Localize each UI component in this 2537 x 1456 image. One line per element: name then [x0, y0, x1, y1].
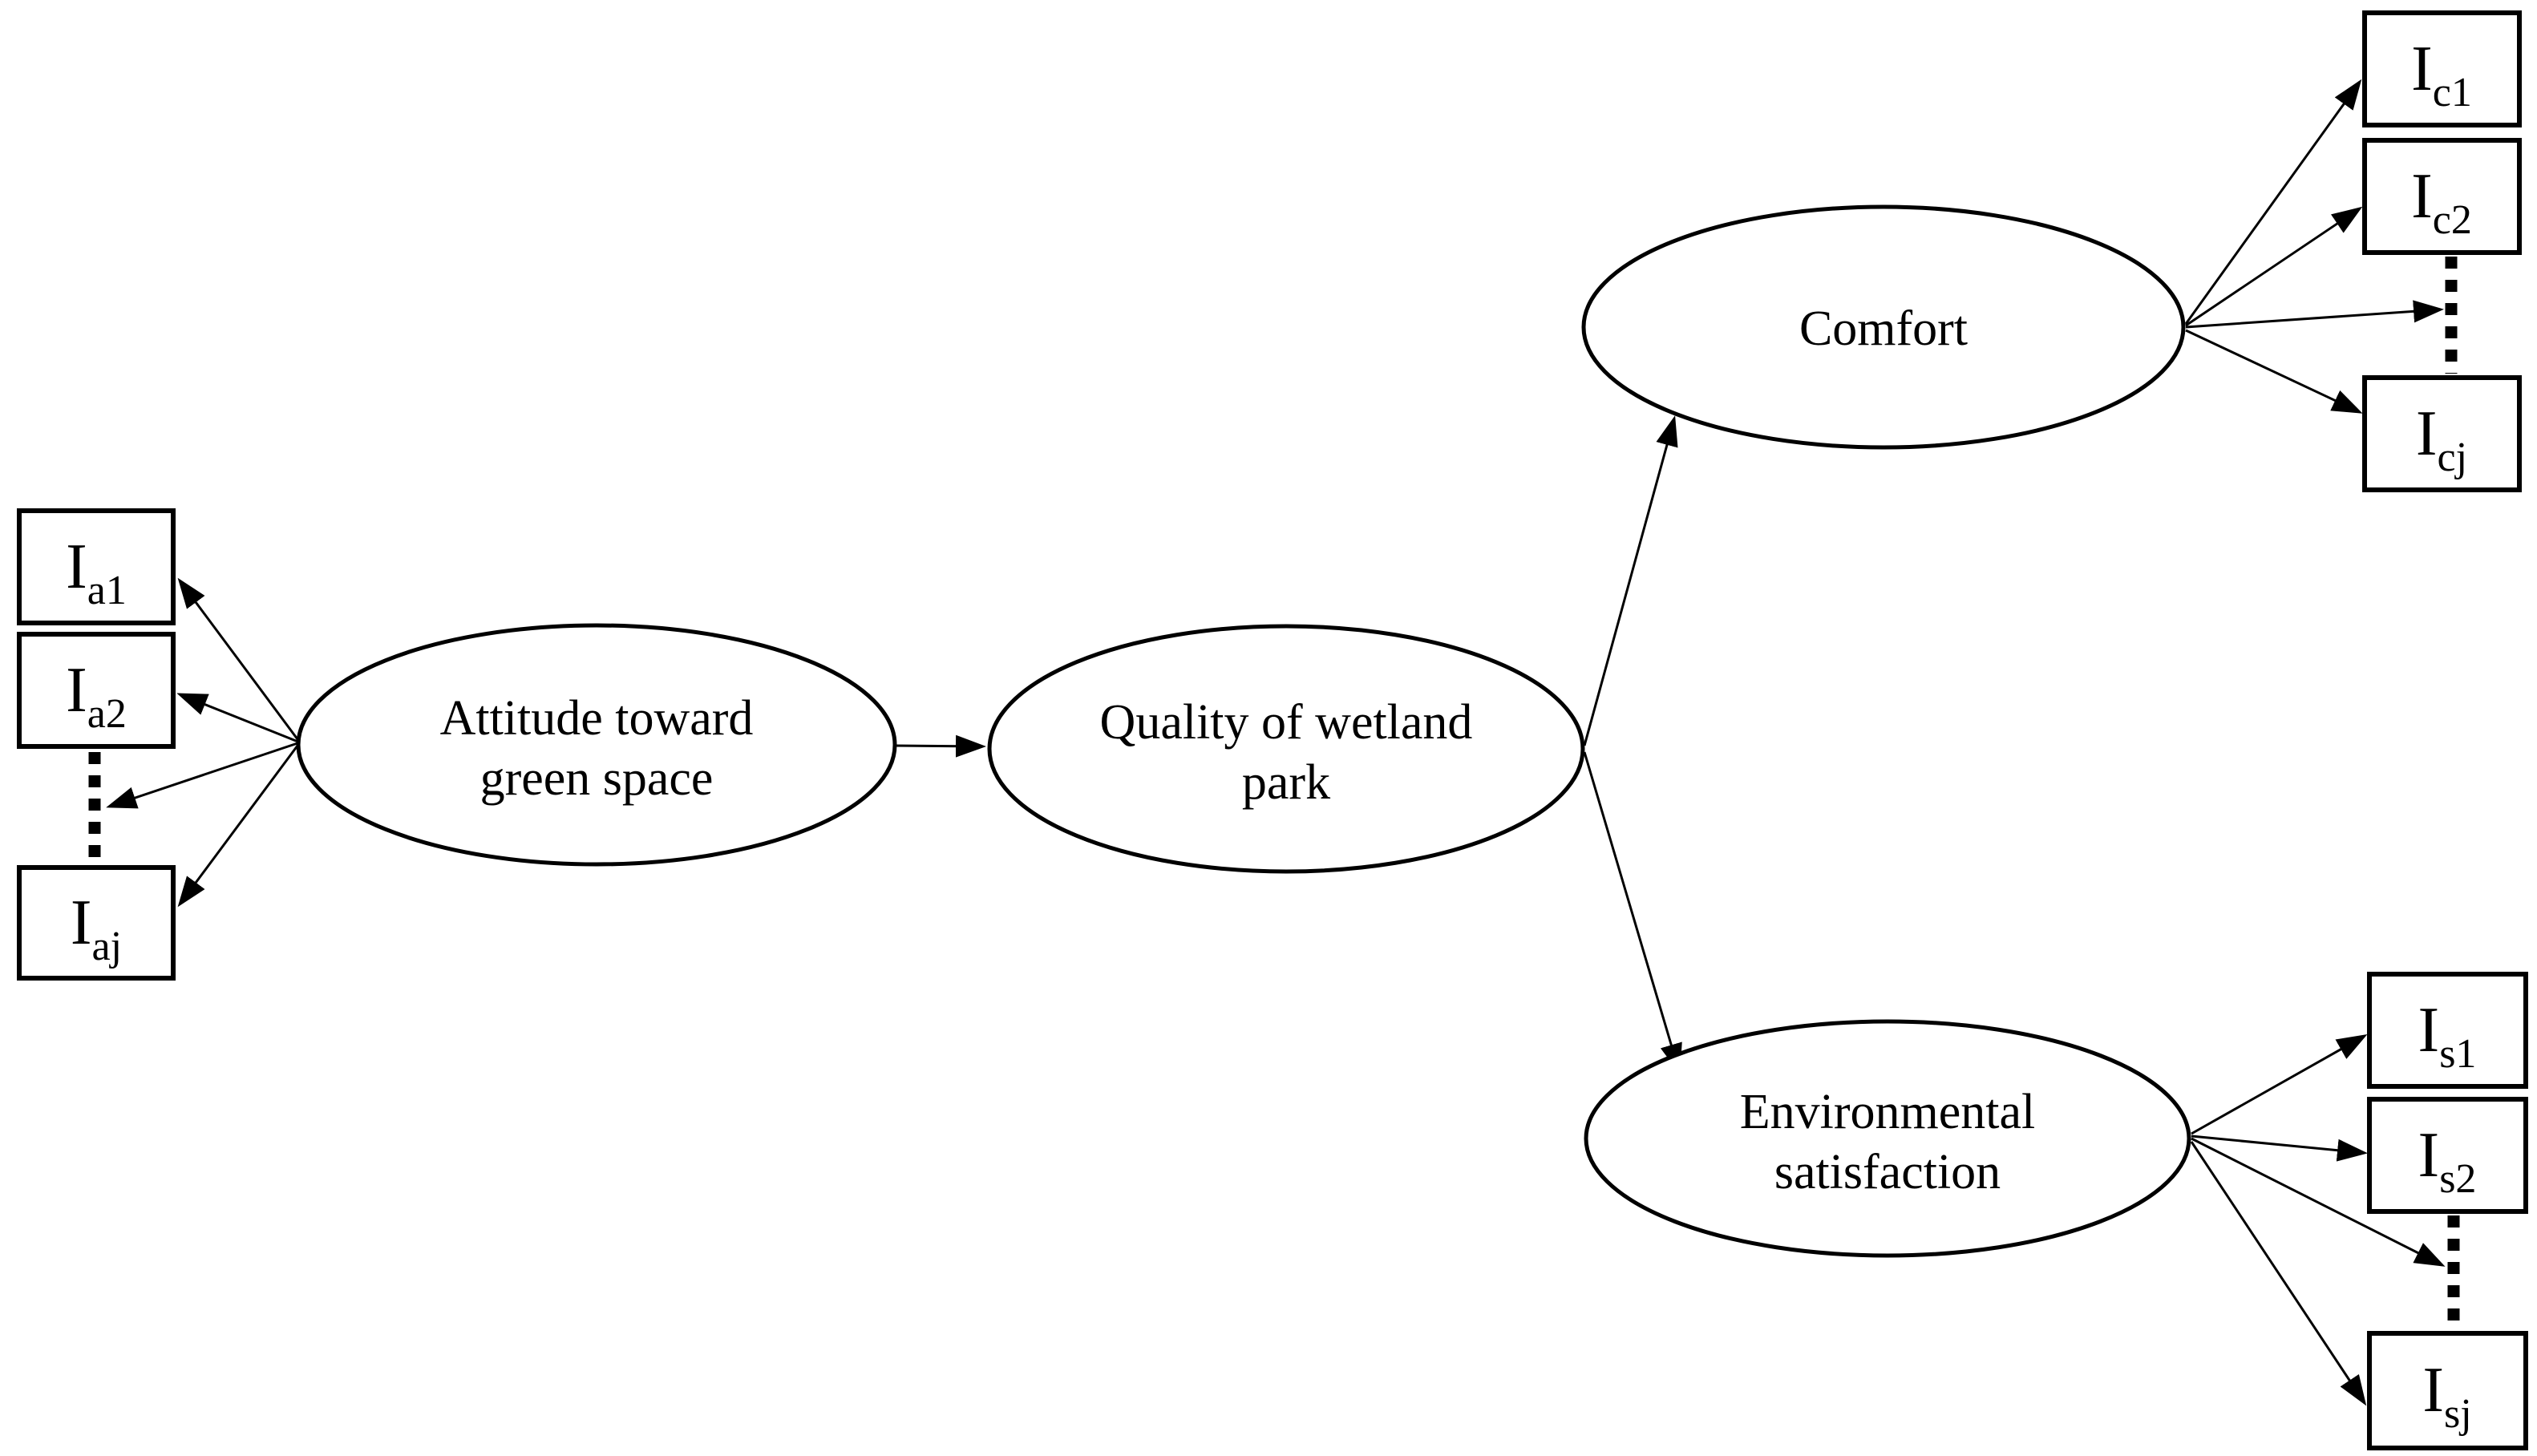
ia1-box	[17, 508, 176, 625]
ic2-label-sub: c2	[2433, 197, 2472, 243]
isj-label: Isj	[2422, 1355, 2471, 1437]
edge-comfort-to-ic1	[2184, 79, 2362, 325]
indicator-node-isj: Isj	[2367, 1331, 2528, 1450]
satisfaction-label-line1: Environmental	[1740, 1085, 2035, 1139]
indicator-node-ia2: Ia2	[17, 632, 176, 749]
latent-node-comfort: Comfort	[1581, 204, 2186, 450]
isj-label-base: I	[2422, 1355, 2444, 1426]
is2-label-sub: s2	[2439, 1156, 2476, 1202]
comfort-label: Comfort	[1799, 301, 1968, 356]
ia1-label: Ia1	[66, 532, 127, 613]
quality-ellipse	[987, 624, 1585, 874]
indicator-node-ic1: Ic1	[2362, 10, 2522, 127]
is2-box	[2367, 1097, 2528, 1214]
indicator-node-ia1: Ia1	[17, 508, 176, 625]
ia2-box	[17, 632, 176, 749]
ic2-box	[2362, 138, 2522, 255]
ia2-label: Ia2	[66, 655, 127, 737]
edge-satisfaction-to-is-ellipsis	[2191, 1137, 2446, 1267]
edge-attitude-to-ia-ellipsis	[106, 741, 301, 809]
ic2-label: Ic2	[2411, 161, 2472, 243]
edge-satisfaction-to-is2	[2191, 1134, 2368, 1162]
attitude-label-line2: green space	[480, 751, 714, 806]
satisfaction-ellipse	[1584, 1019, 2191, 1258]
is1-label-base: I	[2418, 995, 2440, 1066]
attitude-label-line1: Attitude toward	[440, 691, 754, 746]
quality-label-line2: park	[1242, 755, 1330, 810]
ia1-label-sub: a1	[87, 568, 127, 613]
edges-group	[106, 79, 2446, 1406]
isj-box	[2367, 1331, 2528, 1450]
is2-label-base: I	[2418, 1120, 2440, 1191]
edge-satisfaction-to-is1	[2191, 1034, 2368, 1135]
edge-attitude-to-ia2	[176, 693, 301, 744]
latent-node-satisfaction: Environmental satisfaction	[1584, 1019, 2191, 1258]
isj-label-sub: sj	[2444, 1391, 2472, 1437]
edge-comfort-to-icj	[2185, 329, 2363, 414]
edge-comfort-to-ic2	[2185, 206, 2363, 327]
ic1-box	[2362, 10, 2522, 127]
is2-label: Is2	[2418, 1120, 2477, 1202]
icj-label-base: I	[2416, 398, 2438, 469]
indicator-node-icj: Icj	[2362, 375, 2522, 492]
is1-label: Is1	[2418, 995, 2477, 1077]
ia2-label-base: I	[66, 655, 87, 726]
ic1-label-base: I	[2411, 34, 2433, 104]
is1-label-sub: s1	[2439, 1031, 2476, 1077]
quality-label-line1: Quality of wetland	[1100, 695, 1473, 750]
edge-attitude-to-iaj	[177, 742, 301, 908]
iaj-label: Iaj	[71, 888, 122, 969]
edge-quality-to-satisfaction	[1583, 751, 1682, 1074]
edge-quality-to-comfort	[1583, 415, 1678, 746]
iaj-label-base: I	[71, 888, 92, 958]
indicator-node-ic2: Ic2	[2362, 138, 2522, 255]
indicator-node-iaj: Iaj	[17, 865, 176, 981]
edge-satisfaction-to-isj	[2190, 1141, 2367, 1406]
ic2-label-base: I	[2411, 161, 2433, 232]
icj-label-sub: cj	[2438, 435, 2468, 480]
edge-attitude-to-ia1	[177, 577, 301, 743]
iaj-box	[17, 865, 176, 981]
ic1-label: Ic1	[2411, 34, 2472, 115]
ia1-label-base: I	[66, 532, 87, 602]
indicator-node-is2: Is2	[2367, 1097, 2528, 1214]
latent-node-quality: Quality of wetland park	[987, 624, 1585, 874]
attitude-ellipse	[296, 623, 897, 867]
icj-box	[2362, 375, 2522, 492]
icj-label: Icj	[2416, 398, 2467, 480]
satisfaction-label-line2: satisfaction	[1774, 1145, 2001, 1199]
indicator-node-is1: Is1	[2367, 972, 2528, 1089]
edge-comfort-to-ic-ellipsis	[2185, 300, 2444, 329]
iaj-label-sub: aj	[92, 924, 123, 969]
comfort-ellipse	[1581, 204, 2186, 450]
ic1-label-sub: c1	[2433, 70, 2472, 115]
ia2-label-sub: a2	[87, 691, 127, 737]
is1-box	[2367, 972, 2528, 1089]
latent-node-attitude: Attitude toward green space	[296, 623, 897, 867]
